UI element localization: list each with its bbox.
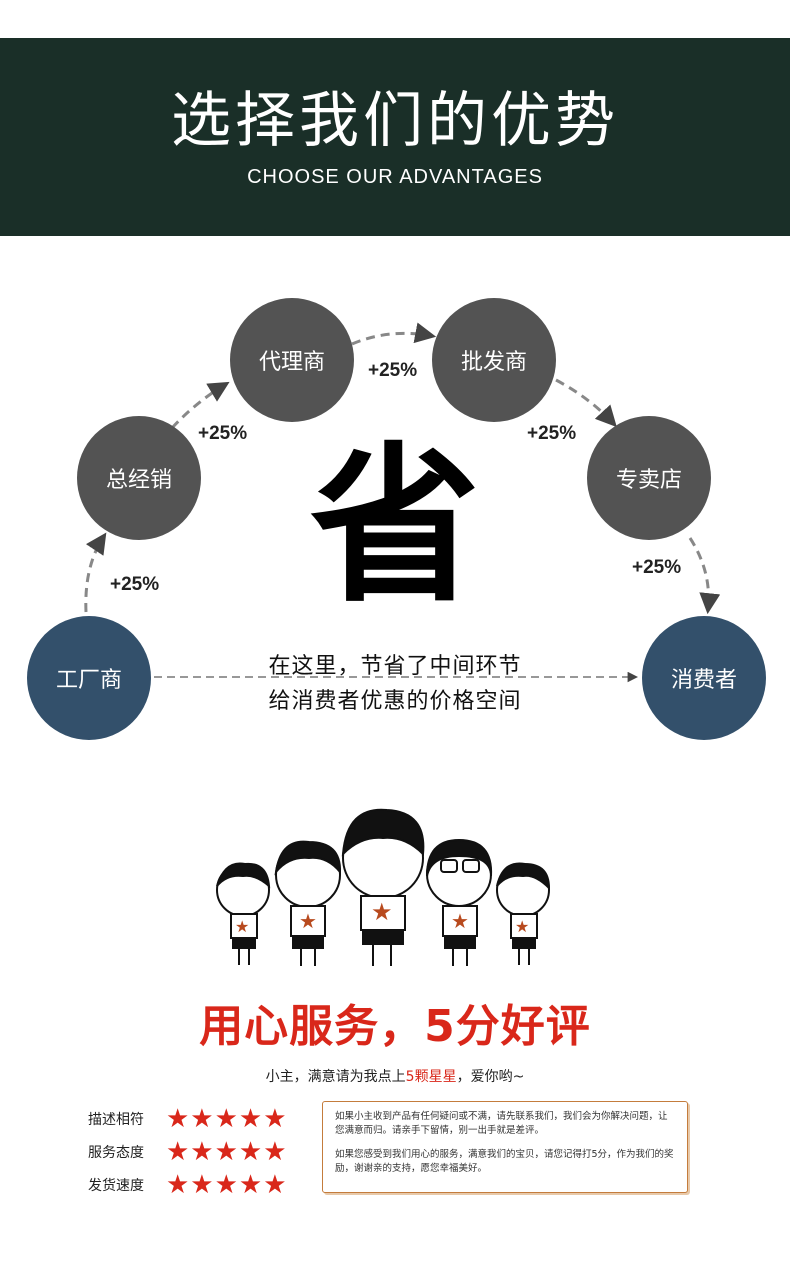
markup-label: +25% — [110, 574, 160, 595]
rating-label: 服务态度 — [88, 1144, 144, 1161]
markup-label: +25% — [632, 557, 682, 578]
node-consumer: 消费者 — [642, 616, 766, 740]
rating-request-suffix: ，爱你哟~ — [456, 1069, 525, 1085]
center-text-line1: 在这里，节省了中间环节 — [268, 654, 522, 679]
rating-label: 发货速度 — [88, 1177, 144, 1194]
star-icon: ★★★★★ — [166, 1103, 288, 1134]
node-factory: 工厂商 — [27, 616, 151, 740]
rating-row-shipping: 发货速度 ★★★★★ — [88, 1168, 288, 1201]
cartoon-kids-illustration: ★ ★ ★ ★ ★ — [216, 808, 551, 966]
node-wholesaler-label: 批发商 — [460, 350, 527, 375]
page-subtitle: CHOOSE OUR ADVANTAGES — [247, 166, 543, 188]
center-text-line2: 给消费者优惠的价格空间 — [268, 689, 522, 714]
star-icon: ★★★★★ — [166, 1136, 288, 1167]
node-store: 专卖店 — [587, 416, 711, 540]
supply-chain-diagram: 工厂商 总经销 代理商 批发商 专卖店 消费者 +25% +25% +25% +… — [0, 236, 790, 776]
header-banner: 选择我们的优势 CHOOSE OUR ADVANTAGES — [0, 38, 790, 236]
svg-text:★: ★ — [515, 917, 529, 936]
svg-text:★: ★ — [451, 909, 469, 933]
markup-label: +25% — [198, 423, 248, 444]
rating-label: 描述相符 — [88, 1111, 144, 1128]
notice-paragraph: 如果您感受到我们用心的服务，满意我们的宝贝，请您记得打5分，作为我们的奖励，谢谢… — [335, 1149, 674, 1174]
rating-row-description: 描述相符 ★★★★★ — [88, 1102, 288, 1135]
connector-arrows — [84, 322, 721, 683]
rating-request-accent: 5颗星星 — [405, 1069, 457, 1085]
svg-text:★: ★ — [235, 917, 249, 936]
markup-label: +25% — [368, 360, 418, 381]
markup-label: +25% — [527, 423, 577, 444]
node-store-label: 专卖店 — [615, 468, 682, 493]
node-distributor-label: 总经销 — [105, 468, 172, 493]
service-slogan: 用心服务，5分好评 — [199, 1001, 591, 1052]
rating-row-service: 服务态度 ★★★★★ — [88, 1135, 288, 1168]
save-character: 省 — [309, 426, 480, 626]
rating-request-prefix: 小主，满意请为我点上 — [265, 1069, 406, 1085]
notice-paragraph: 如果小主收到产品有任何疑问或不满，请先联系我们，我们会为你解决问题，让您满意而归… — [335, 1111, 668, 1136]
svg-text:★: ★ — [371, 898, 393, 926]
node-agent: 代理商 — [230, 298, 354, 422]
node-wholesaler: 批发商 — [432, 298, 556, 422]
svg-text:★: ★ — [299, 909, 317, 933]
rating-list: 描述相符 ★★★★★ 服务态度 ★★★★★ 发货速度 ★★★★★ — [88, 1102, 288, 1201]
node-distributor: 总经销 — [77, 416, 201, 540]
page-title: 选择我们的优势 — [171, 86, 619, 156]
node-consumer-label: 消费者 — [670, 668, 737, 693]
star-icon: ★★★★★ — [166, 1169, 288, 1200]
notice-box: 如果小主收到产品有任何疑问或不满，请先联系我们，我们会为你解决问题，让您满意而归… — [322, 1101, 688, 1193]
node-factory-label: 工厂商 — [55, 668, 122, 693]
rating-request: 小主，满意请为我点上5颗星星，爱你哟~ — [0, 1066, 790, 1086]
node-agent-label: 代理商 — [258, 350, 325, 375]
